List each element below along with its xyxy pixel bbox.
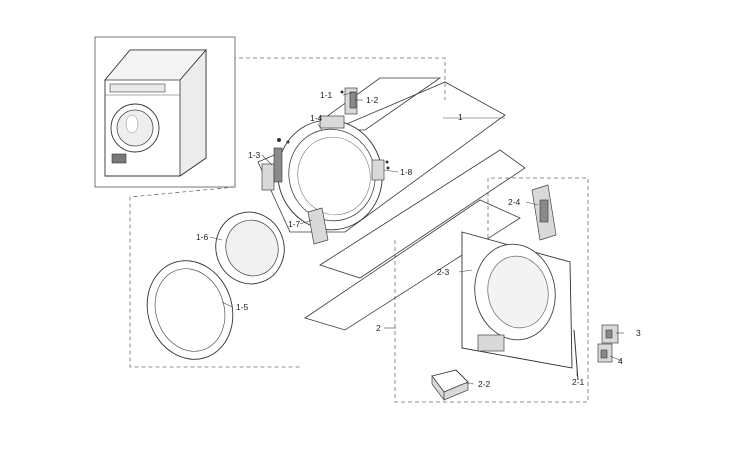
door-handle-1-7 bbox=[307, 207, 329, 245]
leader-lines bbox=[209, 91, 624, 385]
door-zone-outline-top bbox=[234, 57, 446, 187]
washer-overview-illustration bbox=[104, 48, 207, 177]
label-1-1: 1-1 bbox=[320, 90, 333, 100]
frame-mid bbox=[319, 149, 526, 279]
latch-part-1-8 bbox=[371, 159, 390, 181]
door-frame-1-4 bbox=[277, 115, 383, 231]
label-3: 3 bbox=[636, 328, 641, 338]
label-2-1: 2-1 bbox=[572, 377, 585, 387]
label-2-3: 2-3 bbox=[437, 267, 450, 277]
label-1-6: 1-6 bbox=[196, 232, 209, 242]
inner-door-ring-1-6 bbox=[215, 211, 285, 285]
top-bracket-1-1-1-2 bbox=[340, 87, 358, 115]
inset-frame bbox=[94, 36, 236, 188]
label-1-4: 1-4 bbox=[310, 113, 323, 123]
label-2-4: 2-4 bbox=[508, 197, 521, 207]
door-glass-ring-1-5 bbox=[146, 260, 234, 360]
label-1-2: 1-2 bbox=[366, 95, 379, 105]
overview-inset bbox=[94, 36, 236, 188]
clip-3 bbox=[601, 324, 619, 344]
frame-1 bbox=[257, 81, 506, 233]
clip-4 bbox=[597, 343, 613, 363]
label-1: 1 bbox=[458, 112, 463, 122]
label-4: 4 bbox=[618, 356, 623, 366]
label-1-8: 1-8 bbox=[400, 167, 413, 177]
door-zone-outline-bottom bbox=[129, 186, 302, 368]
label-2: 2 bbox=[376, 323, 381, 333]
hinge-part-1-3 bbox=[261, 138, 290, 191]
label-1-3: 1-3 bbox=[248, 150, 261, 160]
label-2-2: 2-2 bbox=[478, 379, 491, 389]
part-labels: 1-1 1-2 1 1-4 1-3 1-8 1-7 1-6 1-5 2 2-4 … bbox=[196, 90, 641, 389]
drain-cover-2-2 bbox=[431, 369, 469, 402]
front-panel-2-3 bbox=[461, 231, 579, 381]
panel-zone-outline bbox=[394, 177, 589, 403]
control-bracket-2-4 bbox=[531, 184, 557, 241]
label-1-5: 1-5 bbox=[236, 302, 249, 312]
label-1-7: 1-7 bbox=[288, 219, 301, 229]
frame-2 bbox=[304, 199, 521, 331]
